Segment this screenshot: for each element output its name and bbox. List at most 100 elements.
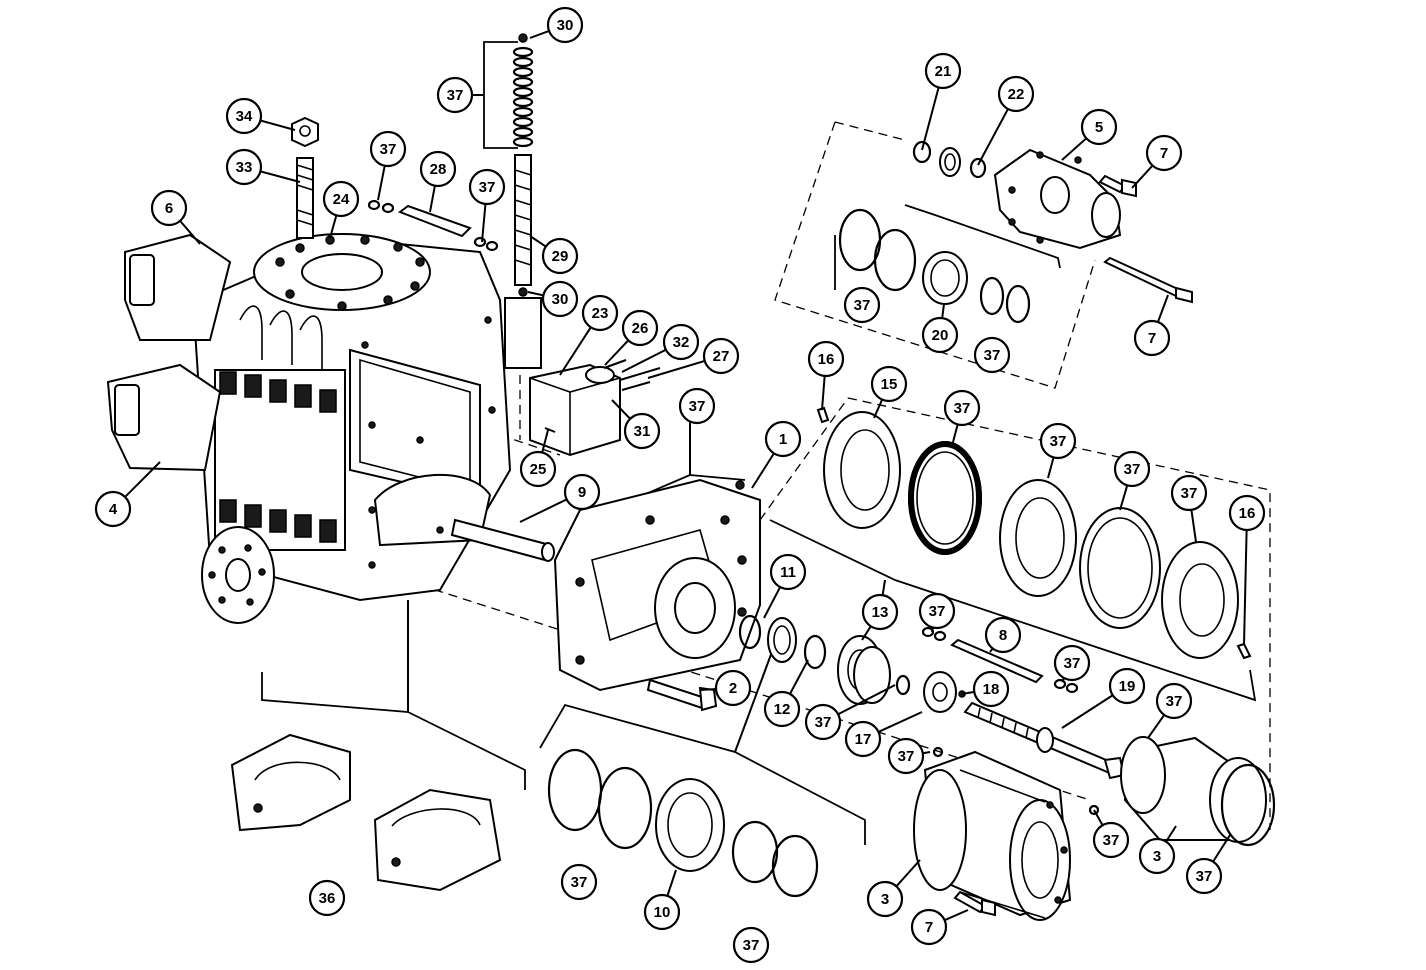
callout-1: 1	[764, 420, 802, 458]
callout-number: 37	[743, 937, 760, 954]
leader-line	[951, 424, 959, 447]
leader-line	[647, 359, 706, 379]
callout-36: 36	[308, 879, 346, 917]
callout-circle	[94, 490, 132, 528]
callout-number: 5	[1095, 119, 1103, 136]
leader-line	[699, 688, 717, 691]
leader-line	[1061, 137, 1087, 161]
leader-line	[1156, 294, 1169, 323]
callout-number: 15	[881, 376, 898, 393]
leader-line	[873, 399, 884, 419]
callout-37: 37	[943, 389, 981, 427]
callout-circle	[769, 553, 807, 591]
leader-line	[527, 291, 544, 297]
leader-line	[1147, 714, 1166, 739]
callout-circle	[623, 412, 661, 450]
callout-circle	[763, 690, 801, 728]
callout-circle	[921, 316, 959, 354]
callout-number: 26	[632, 320, 649, 337]
callout-circle	[581, 294, 619, 332]
callout-30: 30	[541, 280, 579, 318]
callout-20: 20	[921, 316, 959, 354]
spring-stack	[512, 33, 534, 297]
callout-number: 1	[779, 431, 787, 448]
callout-number: 24	[333, 191, 350, 208]
callout-circle	[714, 669, 752, 707]
callout-37: 37	[887, 737, 925, 775]
callout-number: 36	[319, 890, 336, 907]
callout-number: 7	[1160, 145, 1168, 162]
callout-34: 34	[225, 97, 263, 135]
callout-circle	[308, 879, 346, 917]
callout-circle	[1092, 821, 1130, 859]
callout-circle	[997, 75, 1035, 113]
callout-37: 37	[918, 592, 956, 630]
callout-19: 19	[1108, 667, 1146, 705]
callout-number: 16	[818, 351, 835, 368]
callout-circle	[943, 389, 981, 427]
callout-3: 3	[866, 880, 904, 918]
callout-number: 32	[673, 334, 690, 351]
callout-number: 3	[1153, 848, 1161, 865]
leader-line	[1093, 809, 1104, 826]
callout-number: 37	[1166, 693, 1183, 710]
callout-number: 18	[983, 681, 1000, 698]
callout-number: 8	[999, 627, 1007, 644]
callout-circle	[560, 863, 598, 901]
callout-4: 4	[94, 490, 132, 528]
callout-number: 30	[557, 17, 574, 34]
callout-circle	[662, 323, 700, 361]
callout-number: 22	[1008, 86, 1025, 103]
callout-circle	[678, 387, 716, 425]
callout-37: 37	[843, 286, 881, 324]
callout-25: 25	[519, 450, 557, 488]
leader-line	[611, 399, 631, 420]
callout-10: 10	[643, 893, 681, 931]
callout-circle	[1155, 682, 1193, 720]
leader-line	[921, 87, 940, 151]
leader-line	[666, 869, 677, 897]
callout-circle	[1053, 644, 1091, 682]
plunger-9	[450, 518, 555, 562]
callout-circle	[807, 340, 845, 378]
callout-number: 6	[165, 200, 173, 217]
leader-line	[604, 339, 630, 366]
callout-circle	[804, 703, 842, 741]
callout-7: 7	[1145, 134, 1183, 172]
callout-number: 4	[109, 501, 118, 518]
callout-number: 2	[729, 680, 737, 697]
callout-circle	[918, 592, 956, 630]
callout-number: 19	[1119, 678, 1136, 695]
callout-circle	[1108, 667, 1146, 705]
callout-number: 37	[854, 297, 871, 314]
leader-line	[878, 711, 923, 733]
callout-22: 22	[997, 75, 1035, 113]
callout-circle	[1113, 450, 1151, 488]
callout-number: 7	[1148, 330, 1156, 347]
callout-37: 37	[1170, 474, 1208, 512]
callout-number: 37	[984, 347, 1001, 364]
leader-line	[559, 326, 592, 376]
callout-circle	[887, 737, 925, 775]
callout-number: 31	[634, 423, 651, 440]
callout-number: 37	[479, 179, 496, 196]
pump-housing	[106, 233, 542, 624]
leader-line	[1047, 457, 1055, 479]
cylinder-3-left	[913, 750, 1100, 921]
leader-line	[1119, 485, 1129, 511]
leader-line	[260, 170, 301, 183]
right-seal-stack	[816, 406, 1252, 660]
callout-24: 24	[322, 180, 360, 218]
callout-number: 37	[380, 141, 397, 158]
leader-line	[861, 625, 872, 641]
callout-27: 27	[702, 337, 740, 375]
leader-line	[124, 461, 161, 498]
leader-line	[481, 203, 487, 243]
leader-line	[837, 684, 896, 716]
callout-circle	[225, 97, 263, 135]
callout-37: 37	[1155, 682, 1193, 720]
callout-number: 28	[430, 161, 447, 178]
callout-circle	[369, 130, 407, 168]
leader-line	[1243, 529, 1248, 646]
